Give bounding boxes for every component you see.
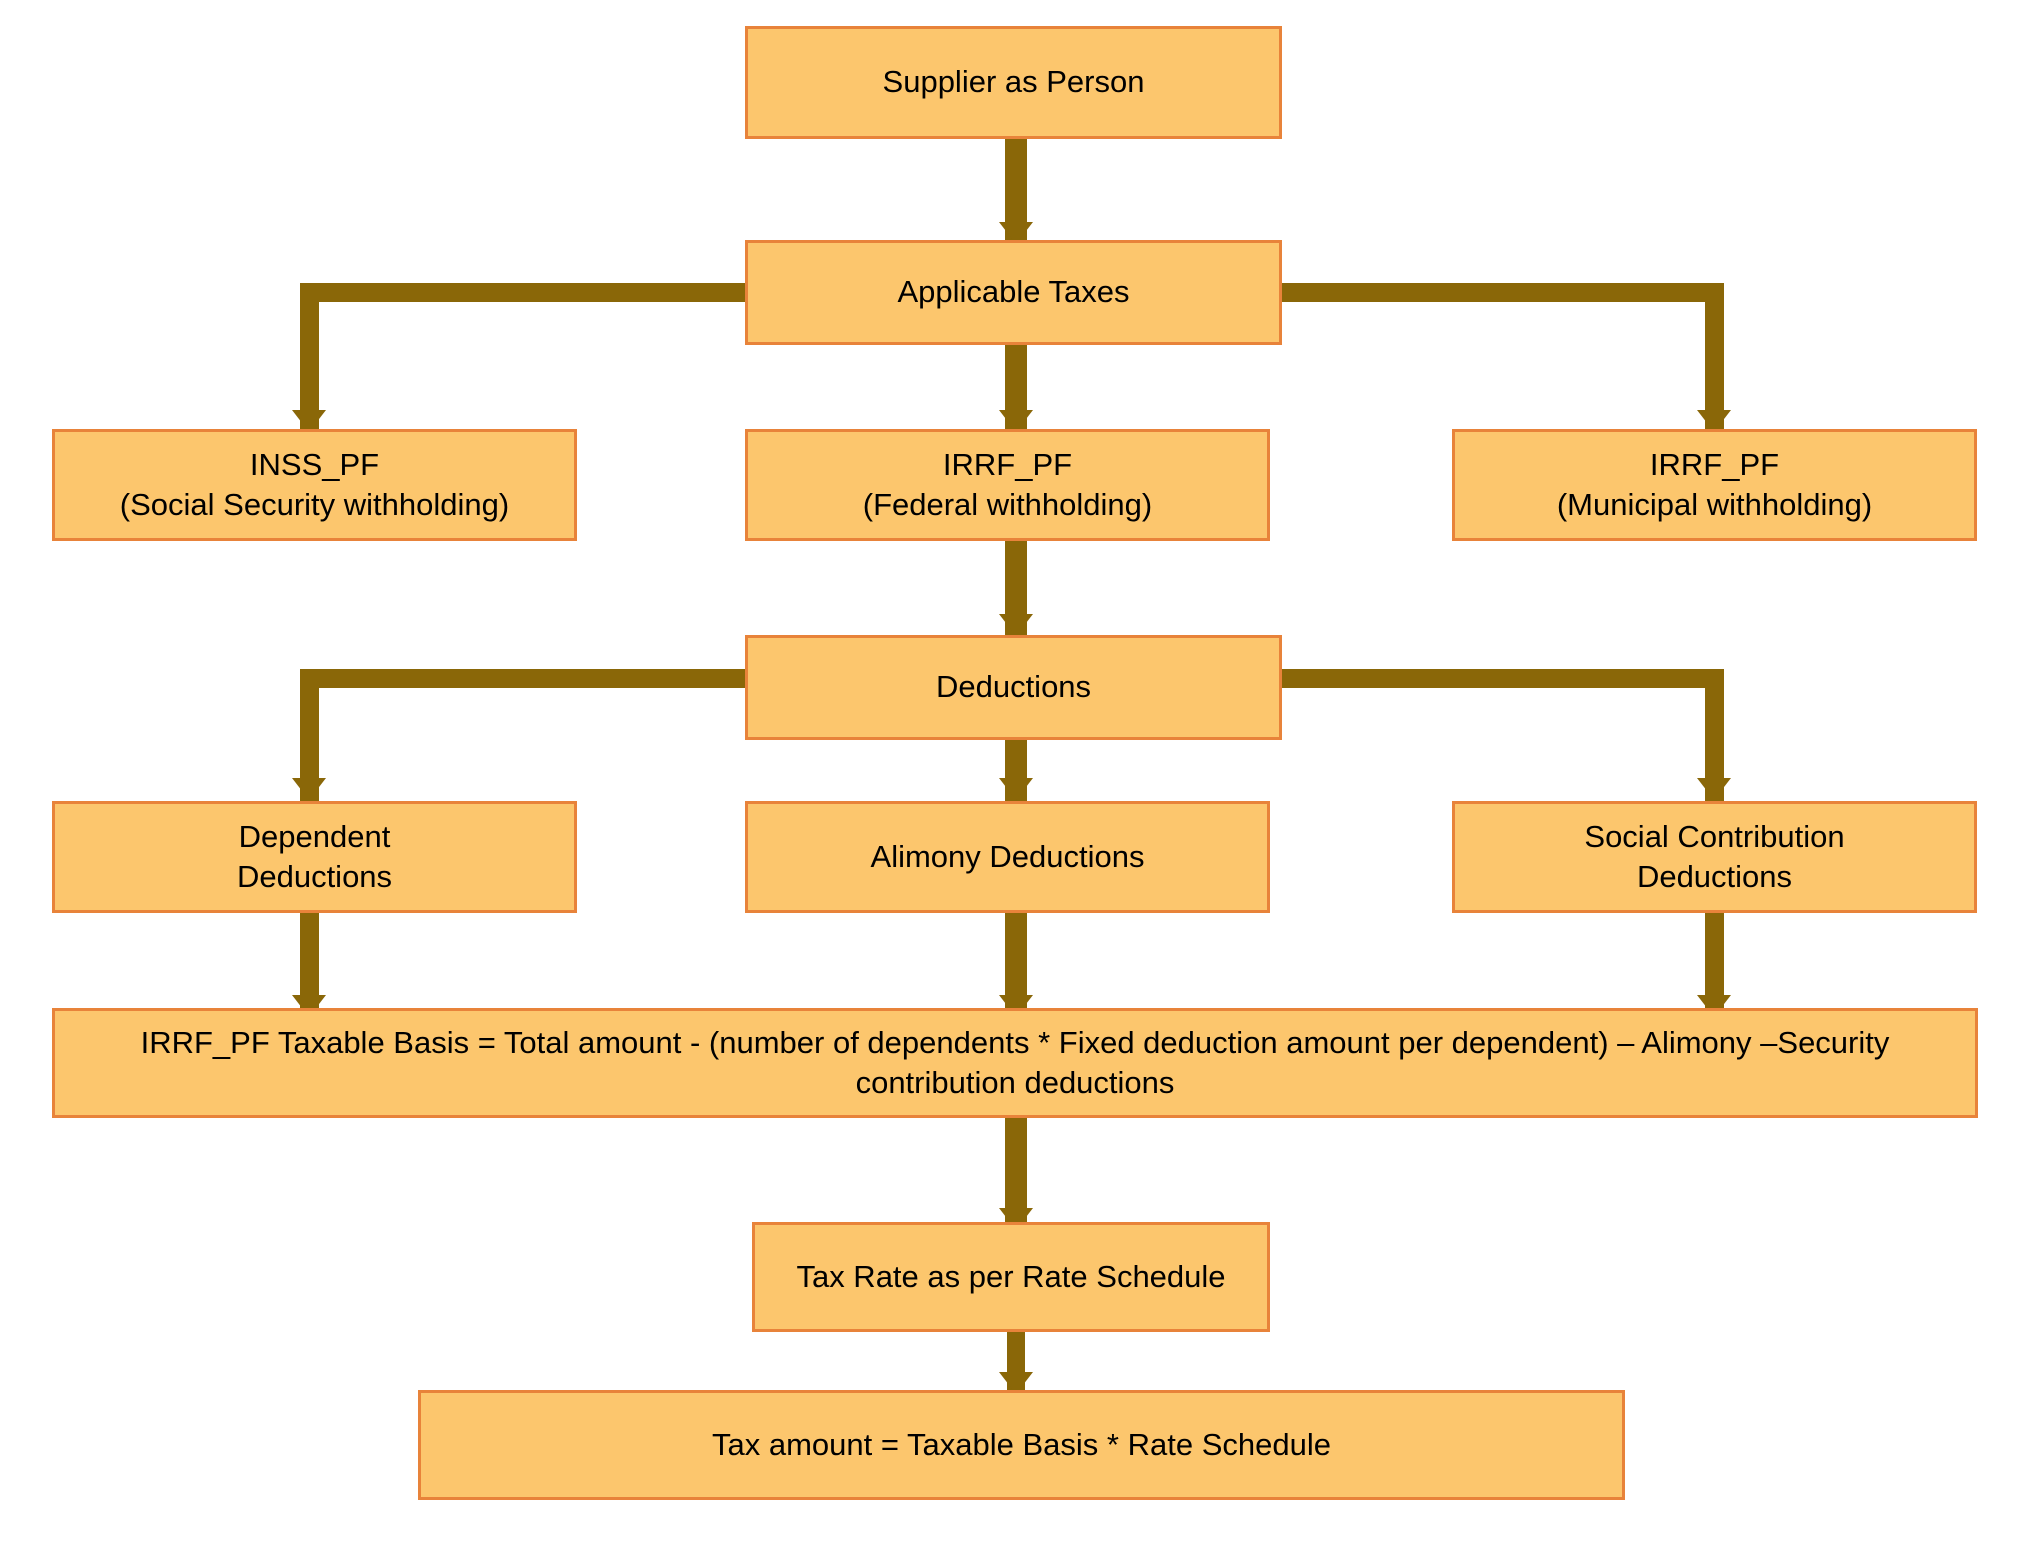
arrowhead-irrf-federal-to-deductions	[999, 614, 1033, 636]
node-irrf-pf-federal[interactable]: IRRF_PF (Federal withholding)	[745, 429, 1270, 541]
edge-applicable-taxes-to-irrf-municipal-vertical	[1705, 283, 1724, 433]
arrowhead-applicable-taxes-to-irrf-municipal	[1697, 410, 1731, 432]
node-social-contribution-deductions[interactable]: Social Contribution Deductions	[1452, 801, 1977, 913]
arrowhead-deductions-to-social	[1697, 778, 1731, 800]
node-dependent-deductions[interactable]: Dependent Deductions	[52, 801, 577, 913]
node-deductions[interactable]: Deductions	[745, 635, 1282, 740]
arrowhead-deductions-to-alimony	[999, 778, 1033, 800]
arrowhead-applicable-taxes-to-irrf-federal	[999, 410, 1033, 432]
arrowhead-applicable-taxes-to-inss	[292, 410, 326, 432]
edge-alimony-to-taxable-basis	[1005, 880, 1027, 1020]
node-alimony-deductions[interactable]: Alimony Deductions	[745, 801, 1270, 913]
node-tax-rate-as-per-rate-schedule[interactable]: Tax Rate as per Rate Schedule	[752, 1222, 1270, 1332]
arrowhead-supplier-to-applicable-taxes	[999, 222, 1033, 244]
edge-social-to-taxable-basis	[1705, 880, 1724, 1020]
edge-dependent-to-taxable-basis	[300, 880, 319, 1020]
edge-taxable-basis-to-tax-rate	[1005, 1110, 1027, 1235]
arrowhead-deductions-to-dependent	[292, 778, 326, 800]
edge-applicable-taxes-to-inss-vertical	[300, 283, 319, 433]
node-applicable-taxes[interactable]: Applicable Taxes	[745, 240, 1282, 345]
node-tax-amount-formula[interactable]: Tax amount = Taxable Basis * Rate Schedu…	[418, 1390, 1625, 1500]
arrowhead-tax-rate-to-tax-amount	[999, 1372, 1033, 1394]
node-inss-pf-social-security[interactable]: INSS_PF (Social Security withholding)	[52, 429, 577, 541]
node-irrf-pf-municipal[interactable]: IRRF_PF (Municipal withholding)	[1452, 429, 1977, 541]
node-irrf-pf-taxable-basis-formula[interactable]: IRRF_PF Taxable Basis = Total amount - (…	[52, 1008, 1978, 1118]
edge-supplier-to-applicable-taxes	[1005, 138, 1027, 246]
node-supplier-as-person[interactable]: Supplier as Person	[745, 26, 1282, 139]
